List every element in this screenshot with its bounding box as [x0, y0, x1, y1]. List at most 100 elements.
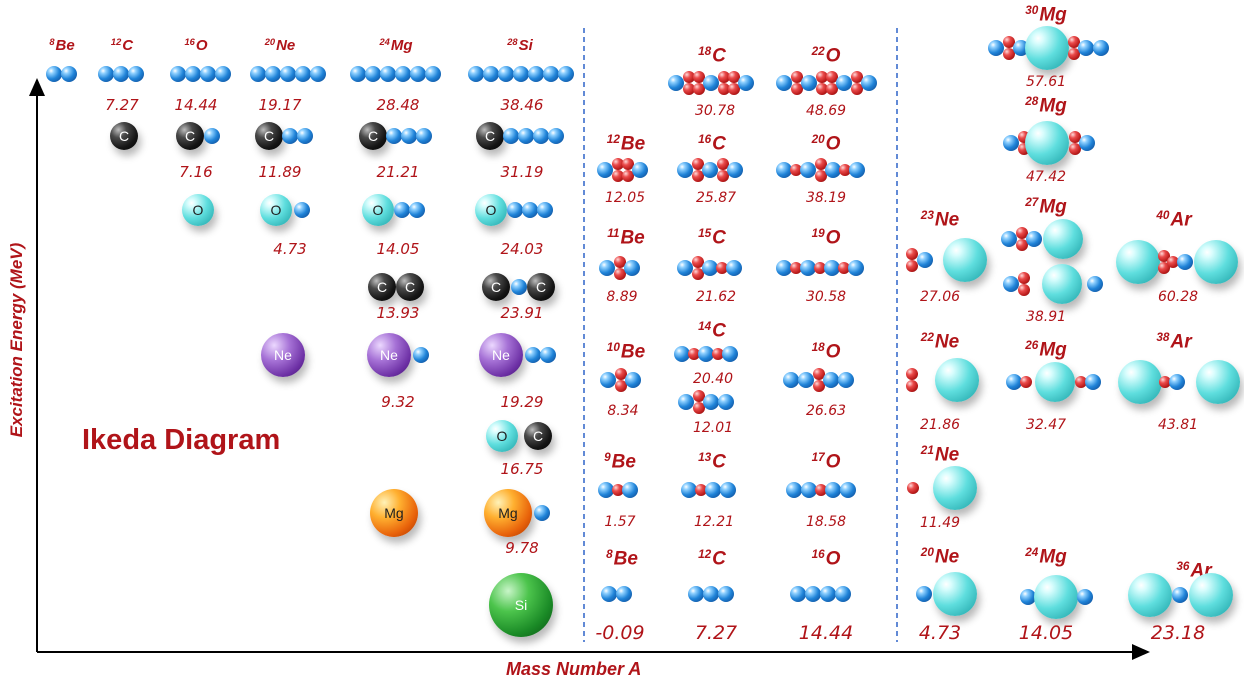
- o19-alpha-0: [776, 260, 792, 276]
- energy-oxygen-2: 24.03: [500, 240, 544, 258]
- x-axis-label: Mass Number A: [506, 659, 642, 679]
- header-ne: 20Ne: [264, 37, 296, 55]
- si28-c-alpha-3: [548, 128, 564, 144]
- c15-alpha-2: [702, 260, 718, 276]
- label-c12m: 12C: [698, 548, 726, 570]
- c16-neutron-3a: [717, 158, 729, 170]
- c18-alpha-0: [668, 75, 684, 91]
- be12-alpha-0: [597, 162, 613, 178]
- c12-alpha-2: [128, 66, 144, 82]
- energy-c18: 30.78: [694, 103, 736, 119]
- o19-alpha-2: [800, 260, 816, 276]
- label-mg27: 27Mg: [1025, 196, 1067, 218]
- ne23-neutron-0a: [906, 248, 918, 260]
- mg27-o1: [1043, 219, 1083, 259]
- ne20-alpha-0: [250, 66, 266, 82]
- mg24m-a2: [1077, 589, 1093, 605]
- energy-ne22: 21.86: [919, 417, 961, 433]
- mg24m-a1: [1020, 589, 1036, 605]
- neon-cluster-ne20: Ne: [261, 333, 305, 377]
- mg30b-alpha-2: [1093, 40, 1109, 56]
- label-ar38: 38Ar: [1156, 331, 1192, 353]
- o19-neutron-1: [790, 262, 802, 274]
- energy-mg28: 47.42: [1025, 169, 1067, 185]
- o16-alpha-2: [200, 66, 216, 82]
- be10-neutron-1b: [615, 380, 627, 392]
- c18-neutron-1a: [683, 71, 695, 83]
- c18-neutron-4b: [718, 83, 730, 95]
- o17-alpha-4: [840, 482, 856, 498]
- ne22-neutron-0b: [906, 380, 918, 392]
- cluster-label: C: [184, 128, 196, 144]
- si28-o-alpha-0: [507, 202, 523, 218]
- mg27a-neutron-1b: [1016, 239, 1028, 251]
- energy-o22: 48.69: [805, 103, 847, 119]
- energy-oc-0: 16.75: [500, 460, 544, 478]
- o16m-alpha-3: [835, 586, 851, 602]
- mg28-o: [1025, 121, 1069, 165]
- label-mg26: 26Mg: [1025, 339, 1067, 361]
- cluster-label: Ne: [492, 347, 510, 363]
- si28-alpha-3: [513, 66, 529, 82]
- label-mg24m: 24Mg: [1025, 546, 1067, 568]
- energy-cc-1: 23.91: [500, 304, 544, 322]
- label-o18: 18O: [811, 341, 841, 363]
- si28-ne-alpha-1: [540, 347, 556, 363]
- be8-alpha-1: [61, 66, 77, 82]
- mg24-c-alpha-0: [386, 128, 402, 144]
- header-si: 28Si: [507, 37, 533, 55]
- mg24-alpha-5: [425, 66, 441, 82]
- mg30a-alpha-0: [988, 40, 1004, 56]
- energy-o18: 26.63: [805, 403, 847, 419]
- c18-alpha-3: [703, 75, 719, 91]
- si28-mg-alpha: [534, 505, 550, 521]
- c14b-neutron-1b: [693, 402, 705, 414]
- energy-ar40: 60.28: [1157, 289, 1199, 305]
- label-o16m: 16O: [811, 548, 841, 570]
- mg24-alpha-1: [365, 66, 381, 82]
- neon-cluster-mg24: Ne: [367, 333, 411, 377]
- ne20-alpha-3: [295, 66, 311, 82]
- mg27-a: [1087, 276, 1103, 292]
- mg24m-o: [1034, 575, 1078, 619]
- c13-neutron-1: [695, 484, 707, 496]
- o22-alpha-0: [776, 75, 792, 91]
- o17-alpha-0: [786, 482, 802, 498]
- energy-alpha-chain-2: 19.17: [258, 96, 302, 114]
- label-ne20m: 20Ne: [920, 546, 960, 568]
- mg30b-neutron-0a: [1068, 36, 1080, 48]
- energy-alpha-chain-0: 7.27: [105, 96, 139, 114]
- cluster-label: Ne: [274, 347, 292, 363]
- si28-alpha-0: [468, 66, 484, 82]
- silicon-cluster-si28: Si: [489, 573, 553, 637]
- be10-neutron-1a: [615, 368, 627, 380]
- label-be12: 12Be: [606, 133, 646, 155]
- o22-neutron-1b: [791, 83, 803, 95]
- c14a-neutron-1: [688, 348, 700, 360]
- c18-neutron-5b: [728, 83, 740, 95]
- mg27a-neutron-1a: [1016, 227, 1028, 239]
- c15-neutron-1a: [692, 256, 704, 268]
- energy-be9: 1.57: [604, 514, 636, 530]
- cluster-label: O: [372, 202, 384, 218]
- o17-alpha-3: [825, 482, 841, 498]
- o18-alpha-4: [838, 372, 854, 388]
- mg26a-neutron-1: [1020, 376, 1032, 388]
- o18-neutron-2b: [813, 380, 825, 392]
- be9-alpha-0: [598, 482, 614, 498]
- o18-alpha-1: [798, 372, 814, 388]
- cluster-label: Mg: [498, 505, 518, 521]
- ne20-alpha-2: [280, 66, 296, 82]
- cluster-label: O: [270, 202, 282, 218]
- ne20m-a: [916, 586, 932, 602]
- o19-neutron-3: [814, 262, 826, 274]
- energy-ar38: 43.81: [1157, 417, 1199, 433]
- c12m-alpha-1: [703, 586, 719, 602]
- energy-be10: 8.34: [607, 403, 639, 419]
- c16-neutron-3b: [717, 170, 729, 182]
- ne22-o: [935, 358, 979, 402]
- si28-o-alpha-2: [537, 202, 553, 218]
- ar38-o2: [1196, 360, 1240, 404]
- energy-c15: 21.62: [695, 289, 737, 305]
